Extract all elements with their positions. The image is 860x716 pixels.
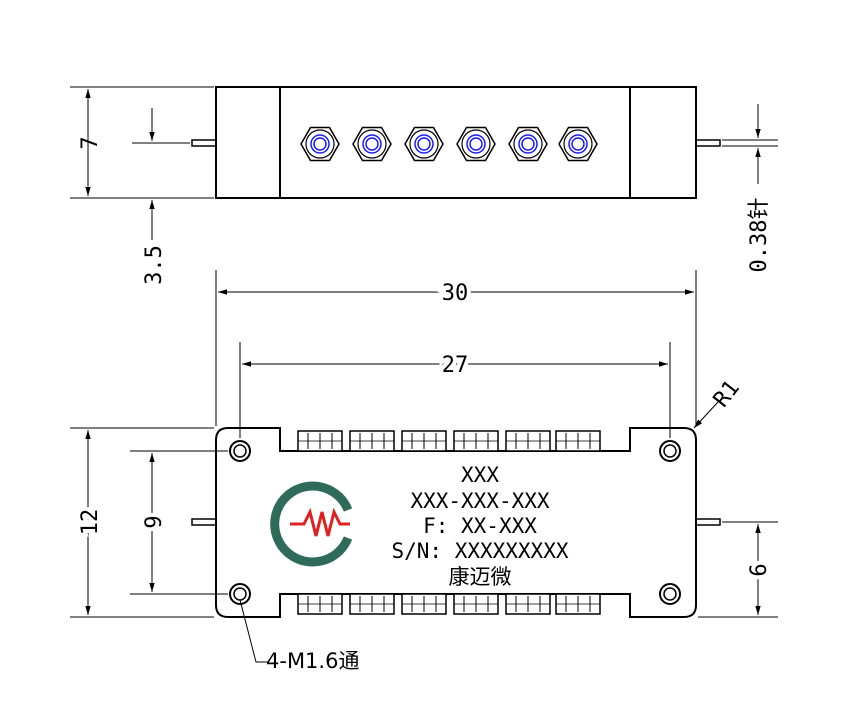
sma-connector-side (349, 430, 395, 452)
sma-connector (352, 126, 392, 162)
marking-line-2: XXX-XXX-XXX (410, 489, 549, 513)
top-view-dimensions (70, 86, 778, 240)
connector-center-pin (417, 137, 431, 151)
sma-connector-side (401, 430, 447, 452)
sma-connector-side (505, 430, 551, 452)
connector-hex-nut (508, 126, 548, 162)
front-right-pin (695, 518, 721, 526)
sma-connector-side (453, 430, 499, 452)
front-left-pin (191, 518, 217, 526)
marking-line-4: S/N: XXXXXXXXX (391, 539, 568, 563)
connector-outer-ring (563, 129, 593, 159)
sma-connector-side (555, 593, 601, 615)
connector-outer-ring (357, 129, 387, 159)
mounting-holes-note: 4-M1.6通 (266, 649, 359, 673)
connector-center-pin (313, 137, 327, 151)
front-view-outline (215, 427, 697, 618)
mounting-hole-top-right (659, 440, 681, 462)
sma-connector-side (401, 593, 447, 615)
front-top-connectors (297, 430, 601, 452)
sma-connector-side (297, 430, 343, 452)
connector-hex-nut (404, 126, 444, 162)
manufacturer-logo (270, 481, 353, 567)
connector-hex-nut (456, 126, 496, 162)
front-bottom-connectors (297, 593, 601, 615)
marking-manufacturer: 康迈微 (449, 565, 512, 589)
connector-hex-nut (300, 126, 340, 162)
connector-outer-ring (305, 129, 335, 159)
mounting-hole-leader (239, 599, 268, 663)
sma-connector-side (505, 593, 551, 615)
connector-dielectric (362, 134, 382, 154)
connector-outer-ring (513, 129, 543, 159)
sma-connector-side (297, 593, 343, 615)
front-view (191, 427, 721, 618)
sma-connector-side (349, 593, 395, 615)
top-pin-diameter-label: 0.38针 (747, 198, 772, 273)
mounting-hole-bottom-right (659, 583, 681, 605)
connector-dielectric (518, 134, 538, 154)
top-pin-offset-label: 3.5 (142, 245, 167, 285)
hole-spacing-dim-label: 27 (442, 353, 469, 378)
connector-center-pin (521, 137, 535, 151)
logo-c-arc (270, 481, 353, 567)
mounting-holes (229, 440, 681, 605)
connector-outer-ring (409, 129, 439, 159)
logo-mw-waveform (290, 507, 350, 537)
sma-connector (508, 126, 548, 162)
radius-leader (693, 401, 719, 429)
connector-hex-nut (558, 126, 598, 162)
top-view-connectors (300, 126, 598, 162)
sma-connector-side (555, 430, 601, 452)
marking-line-3: F: XX-XXX (423, 514, 537, 538)
sma-connector (456, 126, 496, 162)
hole-pitch-dim-label: 9 (142, 515, 167, 528)
sma-connector (404, 126, 444, 162)
connector-dielectric (310, 134, 330, 154)
connector-hex-nut (352, 126, 392, 162)
top-view-right-pin (695, 139, 721, 147)
pin-height-dim-label: 6 (747, 563, 772, 576)
sma-connector (558, 126, 598, 162)
sma-connector (300, 126, 340, 162)
marking-line-1: XXX (461, 463, 499, 487)
front-view-dimensions (70, 270, 778, 663)
mounting-hole-top-left (229, 440, 251, 462)
connector-outer-ring (461, 129, 491, 159)
connector-center-pin (469, 137, 483, 151)
top-height-label: 7 (78, 136, 103, 149)
top-view-left-pin (191, 139, 217, 147)
width-dim-label: 30 (442, 281, 469, 306)
sma-connector-side (453, 593, 499, 615)
connector-center-pin (365, 137, 379, 151)
front-height-dim-label: 12 (78, 509, 103, 536)
connector-center-pin (571, 137, 585, 151)
top-view (191, 86, 721, 199)
connector-dielectric (466, 134, 486, 154)
connector-dielectric (568, 134, 588, 154)
connector-dielectric (414, 134, 434, 154)
top-view-body (215, 86, 697, 199)
